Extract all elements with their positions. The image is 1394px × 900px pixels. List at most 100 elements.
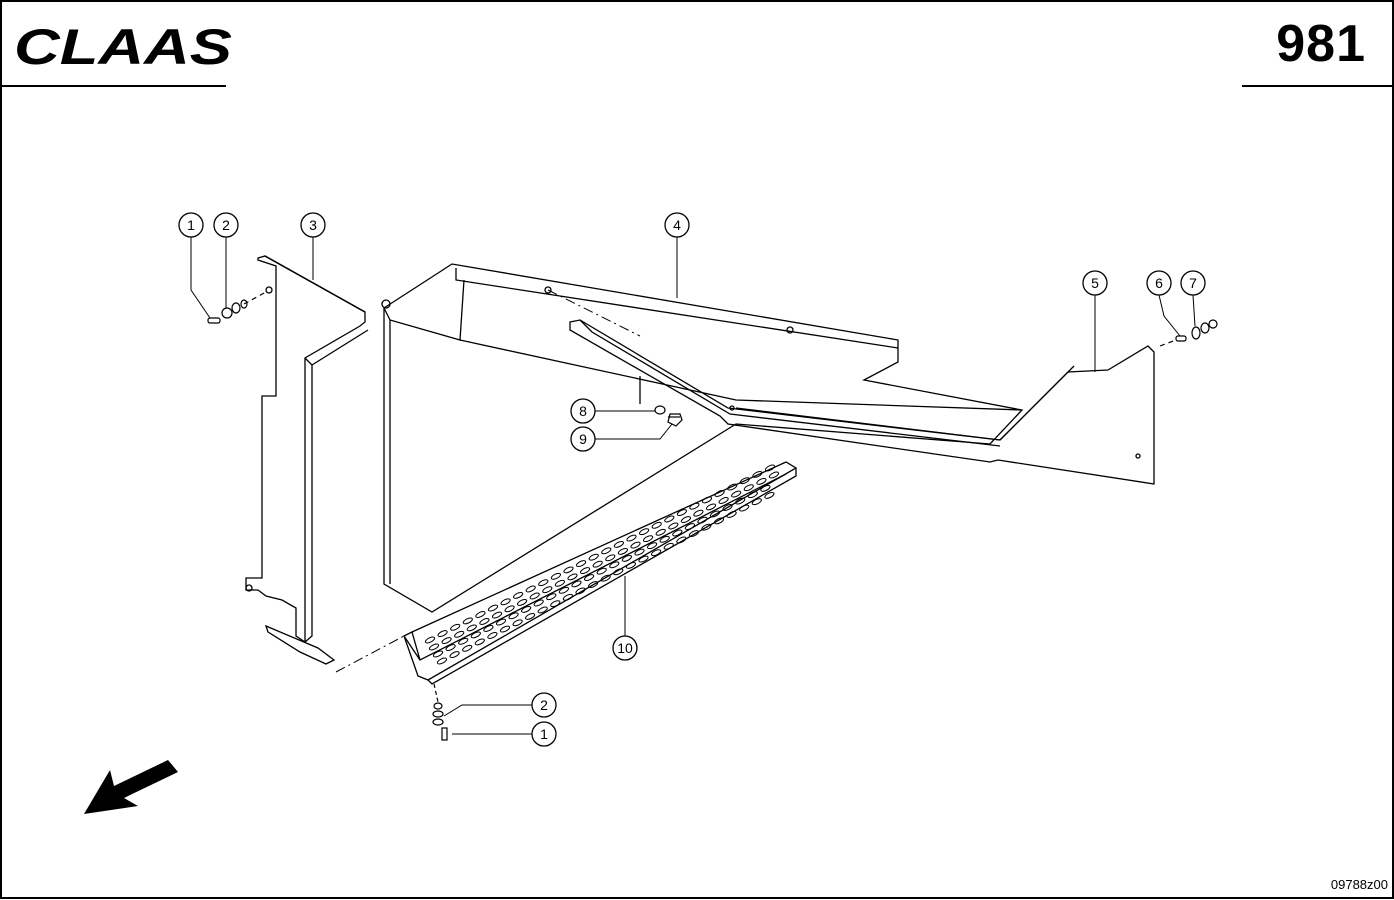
perforation-hole xyxy=(517,598,528,606)
perforation-hole xyxy=(760,484,771,492)
perforation-hole xyxy=(450,623,461,631)
hardware-bottom xyxy=(432,683,448,741)
perforation-hole xyxy=(768,471,780,479)
perforation-hole xyxy=(562,593,573,601)
hardware-center xyxy=(654,405,683,427)
callout-circle xyxy=(178,212,204,238)
perforation-hole xyxy=(688,530,699,538)
perforation-hole xyxy=(474,638,485,646)
perforation-hole xyxy=(676,509,687,517)
perforation-hole xyxy=(550,600,561,608)
callout-9: 9 xyxy=(570,423,673,452)
callout-2: 2 xyxy=(213,212,239,308)
callout-label: 5 xyxy=(1091,275,1099,291)
perforation-hole xyxy=(546,593,557,601)
direction-arrow-icon xyxy=(84,760,178,814)
brand-logo-text: CLAAS xyxy=(14,19,232,75)
callout-leader xyxy=(1158,294,1181,337)
perforation-hole xyxy=(613,540,624,548)
drawing-id: 09788z00 xyxy=(1330,877,1388,892)
perforation-hole xyxy=(709,510,721,518)
perforation-hole xyxy=(445,644,456,652)
brand-logo: CLAAS xyxy=(14,19,232,75)
perforation-hole xyxy=(689,502,700,510)
perforation-hole xyxy=(713,517,725,525)
perforation-hole xyxy=(705,503,717,511)
callout-circle xyxy=(531,721,557,747)
callout-4: 4 xyxy=(664,212,690,298)
perforation-hole xyxy=(487,604,499,612)
page-number: 981 xyxy=(1276,15,1366,73)
perforation-hole xyxy=(764,491,775,499)
callout-label: 6 xyxy=(1155,275,1163,291)
perforation-hole xyxy=(668,522,679,530)
perforation-hole xyxy=(664,515,675,523)
perforation-hole xyxy=(727,483,738,491)
perforation-hole xyxy=(739,504,750,512)
assembly-lines xyxy=(335,289,641,673)
perforation-hole xyxy=(550,572,561,580)
perforation-hole xyxy=(626,534,637,542)
perforation-hole xyxy=(651,521,662,529)
perforation-hole xyxy=(495,618,507,626)
perforation-hole xyxy=(491,611,503,619)
perforation-hole xyxy=(575,587,586,595)
part-10-step xyxy=(403,461,798,685)
callout-leader xyxy=(595,423,673,440)
perforation-hole xyxy=(663,542,674,550)
perforation-hole xyxy=(643,535,654,543)
perforation-hole xyxy=(659,535,670,543)
perforation-hole xyxy=(567,573,578,581)
perforation-hole xyxy=(714,490,725,497)
part-3-side-panel xyxy=(245,255,369,665)
perforation-hole xyxy=(437,630,448,638)
callout-7: 7 xyxy=(1180,270,1206,327)
callout-label: 3 xyxy=(309,217,317,233)
perforation-hole xyxy=(743,484,754,492)
callout-label: 8 xyxy=(579,403,587,419)
callout-label: 2 xyxy=(222,217,230,233)
perforation-hole xyxy=(584,574,595,582)
perforation-hole xyxy=(538,579,549,587)
callout-circle xyxy=(1146,270,1172,296)
perforation-hole xyxy=(466,624,477,632)
perforation-hole xyxy=(613,568,624,576)
perforation-hole xyxy=(462,617,473,625)
callout-1: 1 xyxy=(178,212,211,319)
perforation-hole xyxy=(529,592,540,600)
perforation-hole xyxy=(617,547,628,555)
callout-leader xyxy=(443,704,532,717)
perforation-hole xyxy=(458,637,469,645)
perforation-hole xyxy=(726,511,737,518)
perforation-hole xyxy=(735,497,746,505)
perforation-hole xyxy=(609,561,620,569)
part-5-brace xyxy=(569,319,1155,485)
perforation-hole xyxy=(731,490,742,498)
perforation-hole xyxy=(588,581,599,589)
perforation-hole xyxy=(500,598,511,606)
perforation-hole xyxy=(693,509,704,517)
perforation-hole xyxy=(428,643,440,651)
perforation-hole xyxy=(621,554,632,562)
perforation-hole xyxy=(499,625,511,633)
perforation-hole xyxy=(655,528,666,536)
callout-label: 2 xyxy=(540,697,548,713)
perforation-hole xyxy=(639,528,650,536)
perforation-hole xyxy=(605,554,616,562)
callout-circle xyxy=(664,212,690,238)
perforation-hole xyxy=(504,605,515,613)
callout-label: 1 xyxy=(540,726,548,742)
perforation-hole xyxy=(680,516,691,524)
perforation-hole xyxy=(625,561,636,569)
perforation-hole xyxy=(470,631,481,639)
perforation-hole xyxy=(751,498,762,506)
perforation-hole xyxy=(449,651,460,659)
perforation-hole xyxy=(525,612,536,620)
perforation-hole xyxy=(651,549,662,557)
perforation-hole xyxy=(684,523,695,531)
callout-2: 2 xyxy=(443,692,557,718)
callout-leader xyxy=(190,237,211,319)
